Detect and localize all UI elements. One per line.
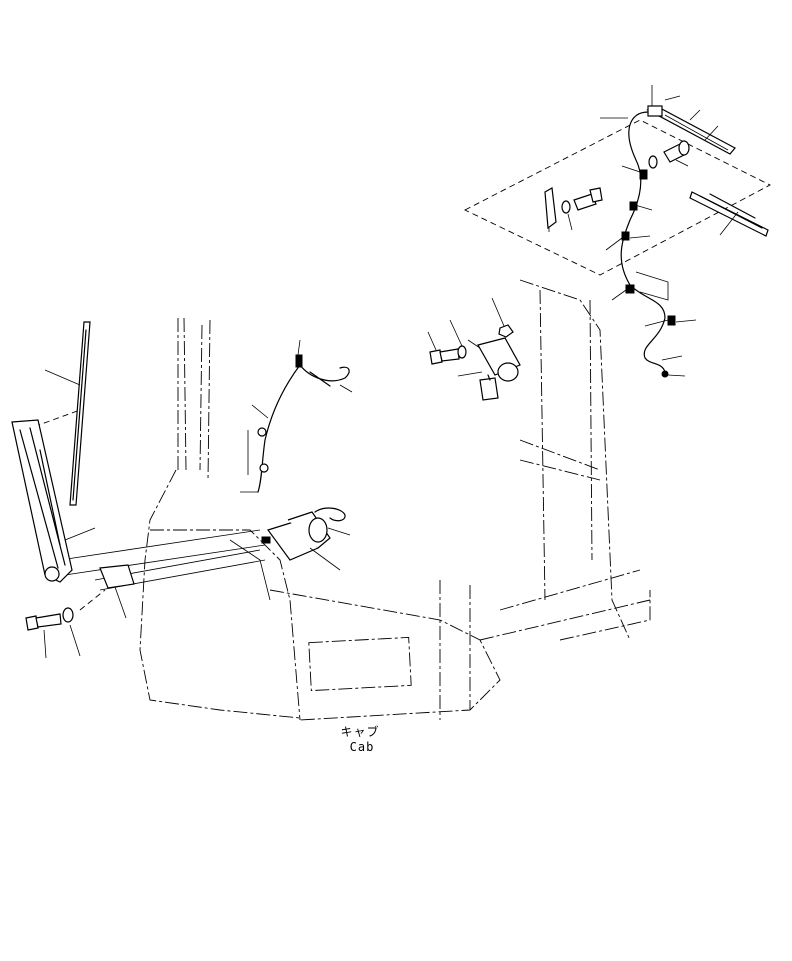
- front-wiper-motor: [261, 507, 351, 571]
- arm-mount-bracket: [99, 564, 135, 619]
- front-wiper-arm: [11, 419, 96, 583]
- washer-nozzle-hose: [240, 339, 353, 493]
- cover-bolt: [561, 187, 603, 231]
- cab-phantom-outline: [24, 119, 771, 721]
- rear-motor-nut: [491, 297, 514, 338]
- rear-wiper-blade: [689, 191, 769, 237]
- rear-wiring-harness: [600, 111, 697, 378]
- front-washer: [62, 607, 81, 657]
- rear-arm-bolt: [648, 140, 690, 169]
- front-bolt: [25, 613, 62, 659]
- rear-motor-bolt: [427, 319, 467, 365]
- cover-plate: [544, 187, 557, 232]
- rear-wiper-motor: [457, 337, 521, 401]
- caption-japanese: キャブ: [340, 724, 379, 739]
- rear-wiper-arm: [646, 85, 736, 155]
- caption-english: Cab: [350, 740, 375, 754]
- front-wiper-blade: [44, 321, 91, 506]
